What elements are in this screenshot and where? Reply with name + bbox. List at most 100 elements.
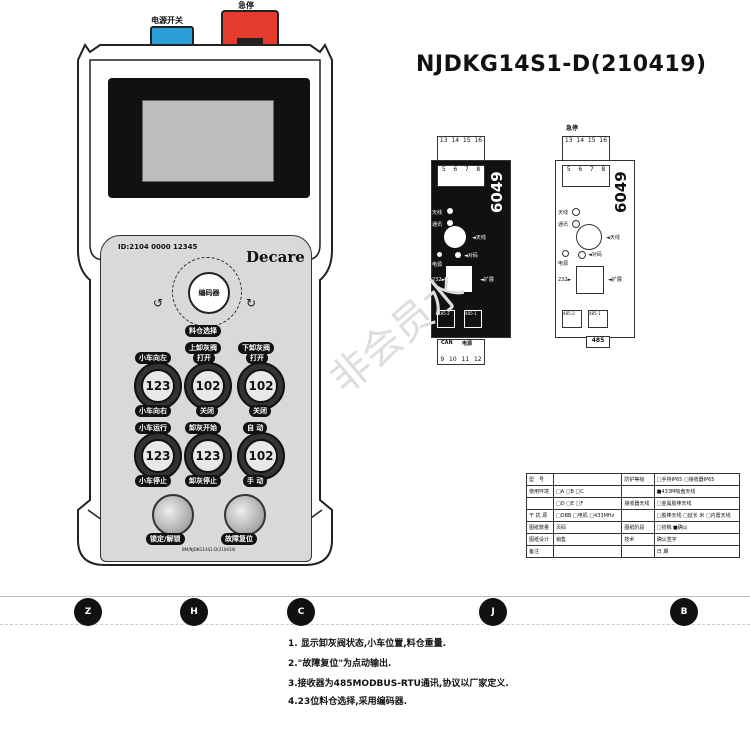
table-row: 图纸设计销售技术确认签字 xyxy=(526,533,741,546)
rs485-2-label: 485-2 xyxy=(438,311,450,316)
table-cell: □A □B □C xyxy=(552,485,623,498)
note-1: 1. 显示卸灰阀状态,小车位置,料仓重量. xyxy=(288,639,447,649)
table-cell: 图纸设计 xyxy=(526,533,554,546)
power-bottom-label: 电源 xyxy=(462,341,473,347)
knob-label-top: 卸灰开始 xyxy=(185,422,221,434)
table-cell: □D □E □F xyxy=(552,497,623,510)
knob-label-top: 小车向左 xyxy=(135,352,171,364)
lock-unlock-label: 锁定/解锁 xyxy=(146,533,185,545)
selector-knob[interactable]: 102 xyxy=(237,362,285,410)
terminal-number: 9 xyxy=(440,356,445,363)
table-row: 干 扰 源□DBB □电机 □433MHz□胶棒天线 □延长 米 □内置天线 xyxy=(526,509,741,522)
terminal-number: 6 xyxy=(453,166,458,173)
section-marker-b: B xyxy=(670,598,698,626)
rs485-terminal-label: 485 xyxy=(591,337,605,344)
pair-label: ◄对码 xyxy=(588,252,602,258)
comm-led xyxy=(572,220,580,228)
knob-value: 123 xyxy=(141,439,175,473)
spec-table: 型 号防护等级□手持IP65 □接收器IP65 使用环境□A □B □C■433… xyxy=(526,473,741,558)
power-led xyxy=(562,250,569,257)
terminal-block-bottom: CAN 电源 9 10 11 12 xyxy=(437,339,485,365)
terminal-number: 15 xyxy=(587,137,596,144)
table-cell: □初稿 ■确认 xyxy=(653,521,741,534)
section-marker-c: C xyxy=(287,598,315,626)
knob-value: 123 xyxy=(141,369,175,403)
antenna-connector xyxy=(576,224,602,250)
knob-label-top: 下卸灰阀 xyxy=(238,342,274,354)
terminal-block-top: 13 14 15 16 xyxy=(562,136,610,162)
terminal-number: 16 xyxy=(474,137,483,144)
rs232-label: 232► xyxy=(432,277,446,283)
table-row: 图纸数量页码图纸阶段□初稿 ■确认 xyxy=(526,521,741,534)
table-cell: 型 号 xyxy=(526,473,554,486)
expand-label: ◄扩展 xyxy=(608,277,622,283)
model-number-small: BM/NJDKG14S1-D(210419) xyxy=(182,547,236,552)
pair-button[interactable] xyxy=(578,251,586,259)
board-code: 6049 xyxy=(612,171,630,213)
selector-knob[interactable]: 123 xyxy=(184,432,232,480)
power-switch-label: 电源开关 xyxy=(151,16,183,25)
note-4: 4.23位料仓选择,采用编码器. xyxy=(288,697,408,707)
fault-reset-button[interactable] xyxy=(224,494,266,536)
rs485-2-port: 485-2 xyxy=(562,310,582,328)
table-cell xyxy=(552,545,623,558)
relay-terminals: 5 6 7 8 xyxy=(562,165,610,187)
table-cell: 图纸阶段 xyxy=(621,521,655,534)
table-cell: □金属胶棒天线 xyxy=(653,497,741,510)
terminal-number: 8 xyxy=(476,166,481,173)
rotate-left-icon: ↺ xyxy=(153,296,164,310)
table-cell xyxy=(621,509,655,522)
terminal-number: 6 xyxy=(578,166,583,173)
table-cell xyxy=(552,473,623,486)
terminal-number: 14 xyxy=(451,137,460,144)
table-cell xyxy=(621,545,655,558)
table-cell: 页码 xyxy=(552,521,623,534)
board-code: 6049 xyxy=(488,171,506,213)
pair-button[interactable] xyxy=(455,252,461,258)
knob-value: 102 xyxy=(244,369,278,403)
estop-label: 急停 xyxy=(238,1,254,10)
antenna-connector xyxy=(444,226,466,248)
note-2: 2."故障复位"为点动输出. xyxy=(288,659,392,669)
expansion-port xyxy=(446,266,472,292)
rs485-2-label: 485-2 xyxy=(563,311,575,316)
power-led xyxy=(437,252,442,257)
table-row: 使用环境□A □B □C■433M吸盘天线 xyxy=(526,485,741,498)
table-row: 备注日 期 xyxy=(526,545,741,558)
table-cell: 确认签字 xyxy=(653,533,741,546)
power-label: 电源 xyxy=(558,261,569,267)
terminal-number: 7 xyxy=(589,166,594,173)
lock-unlock-button[interactable] xyxy=(152,494,194,536)
terminal-number: 10 xyxy=(449,356,457,363)
terminal-number: 11 xyxy=(461,356,470,363)
selector-knob[interactable]: 123 xyxy=(134,362,182,410)
terminal-number: 7 xyxy=(464,166,469,173)
rs485-1-label: 485-1 xyxy=(465,311,477,316)
rs485-1-port: 485-1 xyxy=(464,310,482,328)
terminal-number: 14 xyxy=(576,137,585,144)
antenna-label: 天线 xyxy=(432,210,443,216)
table-cell: 日 期 xyxy=(653,545,741,558)
section-marker-j: J xyxy=(479,598,507,626)
knob-label-sub: 打开 xyxy=(246,352,268,364)
comm-label: 通讯 xyxy=(558,222,569,228)
knob-label-top: 自 动 xyxy=(243,422,268,434)
knob-label-bottom: 手 动 xyxy=(243,475,268,487)
terminal-number: 8 xyxy=(601,166,606,173)
terminal-number: 13 xyxy=(439,137,448,144)
selector-knob[interactable]: 123 xyxy=(134,432,182,480)
board-body xyxy=(555,160,635,338)
table-cell: 接收器天线 xyxy=(621,497,655,510)
rs485-1-port: 485-1 xyxy=(588,310,608,328)
knob-label-bottom: 小车停止 xyxy=(135,475,171,487)
selector-knob[interactable]: 102 xyxy=(237,432,285,480)
encoder-knob[interactable]: 编码器 xyxy=(188,272,230,314)
footer-divider xyxy=(0,596,750,597)
knob-value: 102 xyxy=(191,369,225,403)
device-id: ID:2104 0000 12345 xyxy=(118,243,198,251)
terminal-number: 5 xyxy=(441,166,446,173)
antenna-label: 天线 xyxy=(558,210,569,216)
expand-label: ◄扩展 xyxy=(480,277,494,283)
selector-knob[interactable]: 102 xyxy=(184,362,232,410)
